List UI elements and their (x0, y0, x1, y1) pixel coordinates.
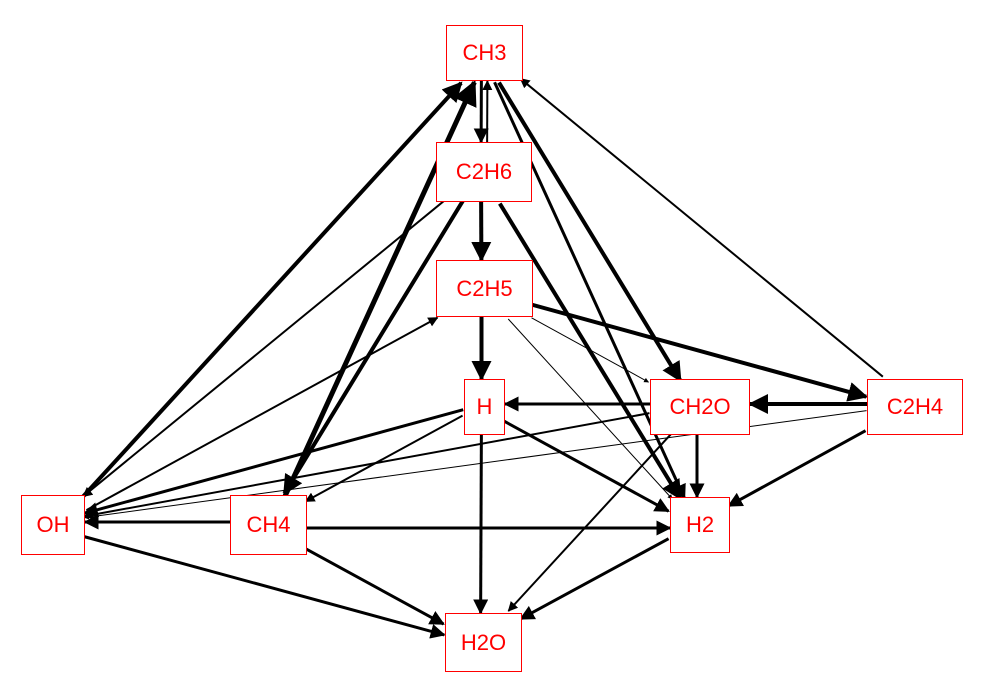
edge-h-to-ch4 (304, 414, 464, 503)
edge-c2h6-to-h2 (498, 202, 683, 501)
node-h: H (464, 379, 505, 435)
edge-oh-to-c2h5 (85, 316, 439, 511)
edge-ch2o-to-h2o (507, 432, 673, 612)
edge-oh-to-ch3 (81, 81, 463, 499)
edge-c2h4-to-ch3 (519, 77, 884, 378)
edge-c2h6-to-oh (82, 198, 447, 498)
edge-ch2o-to-oh (83, 412, 650, 520)
edge-c2h4-to-h2 (727, 429, 867, 508)
edge-ch4-to-h2o (304, 547, 445, 626)
edge-c2h5-to-h2 (507, 318, 673, 500)
edge-c2h5-to-ch2o (531, 317, 649, 383)
edge-oh-to-h2o (83, 535, 446, 639)
node-c2h6: C2H6 (436, 142, 532, 202)
edge-c2h5-to-c2h4 (531, 302, 869, 402)
node-c2h5: C2H5 (436, 260, 533, 317)
node-h2o: H2O (445, 613, 522, 672)
node-c2h4: C2H4 (867, 379, 963, 435)
node-ch2o: CH2O (650, 379, 750, 435)
edge-c2h6-to-ch4 (282, 199, 465, 496)
edge-h-to-h2o (473, 434, 489, 615)
edge-h2-to-h2o (519, 537, 670, 621)
node-ch3: CH3 (446, 25, 523, 81)
node-ch4: CH4 (230, 495, 307, 555)
node-oh: OH (21, 495, 85, 555)
edge-ch3-to-ch2o (497, 81, 683, 383)
node-h2: H2 (670, 497, 730, 553)
edge-h-to-h2 (502, 419, 670, 513)
edge-h-to-oh (82, 408, 464, 518)
